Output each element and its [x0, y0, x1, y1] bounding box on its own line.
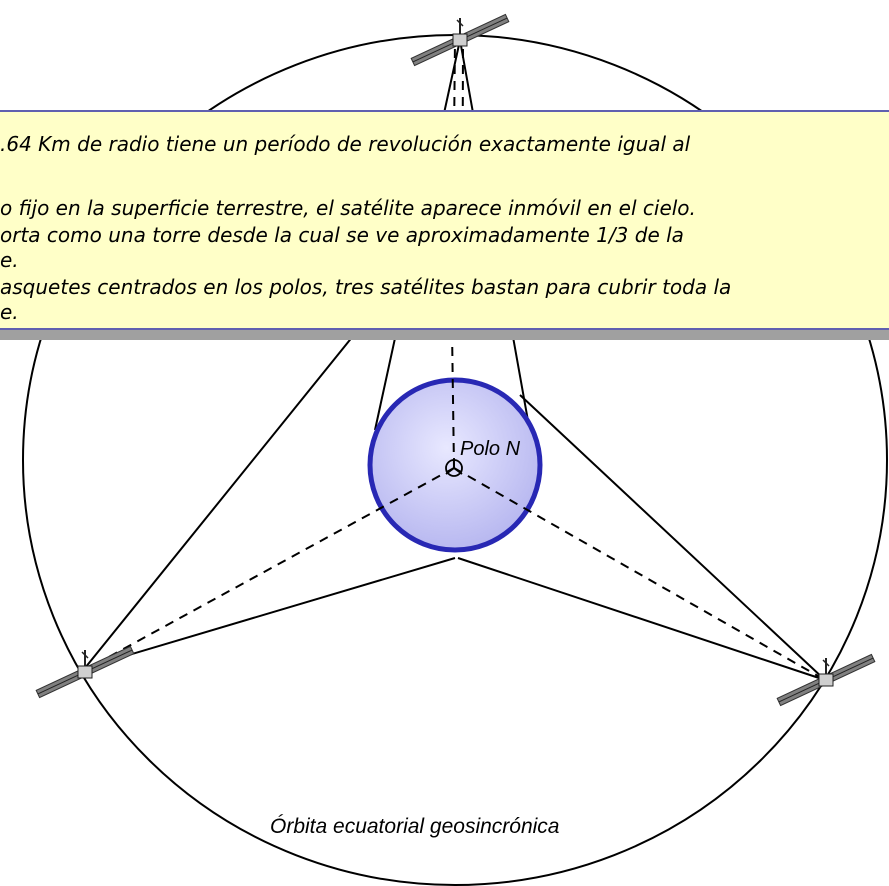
info-note: .64 Km de radio tiene un período de revo… [0, 110, 889, 330]
pole-label: Polo N [460, 438, 521, 460]
note-line: o fijo en la superficie terrestre, el sa… [0, 196, 696, 220]
note-line: orta como una torre desde la cual se ve … [0, 223, 684, 247]
note-line: e. [0, 248, 19, 272]
note-line: asquetes centrados en los polos, tres sa… [0, 275, 732, 299]
satellite-icon [35, 645, 135, 699]
north-pole-marker-icon [445, 458, 463, 477]
earth-disc [367, 377, 543, 553]
note-line: e. [0, 300, 19, 324]
orbit-label: Órbita ecuatorial geosincrónica [270, 815, 560, 838]
note-line: .64 Km de radio tiene un período de revo… [0, 132, 691, 156]
satellite-icon [410, 13, 510, 67]
